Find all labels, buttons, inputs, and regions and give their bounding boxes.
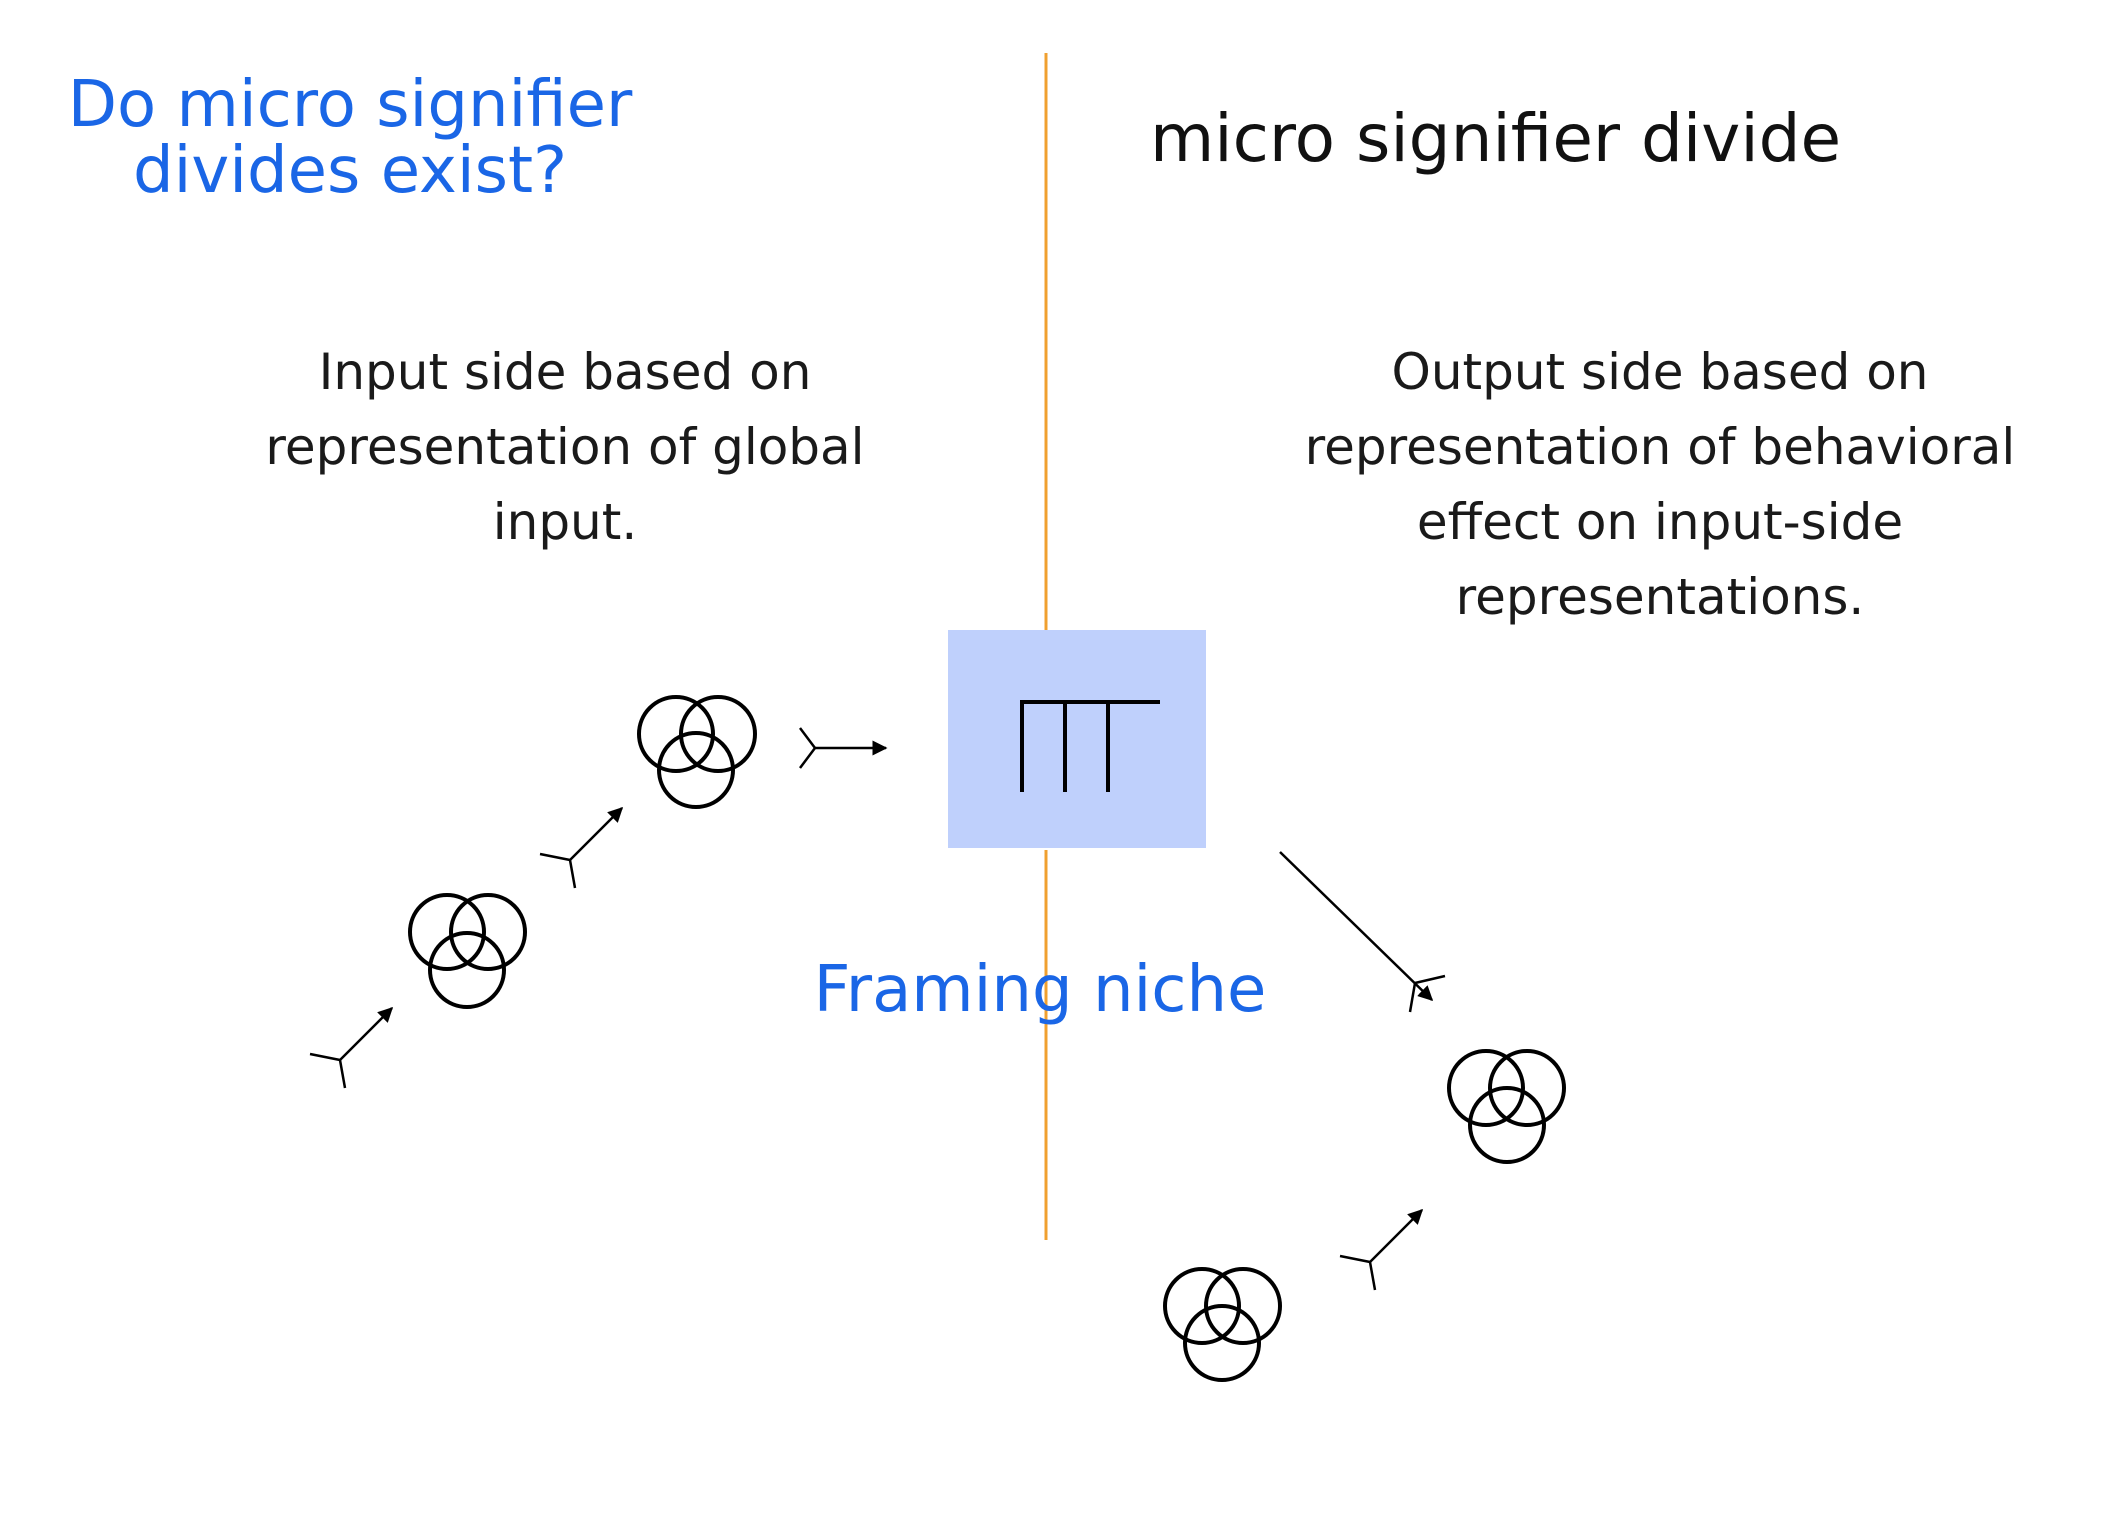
arrow-icon xyxy=(539,806,624,889)
central-box xyxy=(948,630,1206,848)
diagram-heading: micro signifier divide xyxy=(1150,100,1842,177)
input-side-text: Input side based on representation of gl… xyxy=(265,343,865,551)
divide-symbol-icon xyxy=(1020,700,1160,792)
arrow-icon xyxy=(799,727,888,769)
arrow-icon xyxy=(1339,1208,1424,1291)
arrow-icon xyxy=(309,1006,394,1089)
triple-circle-icon xyxy=(1163,1267,1282,1382)
arrow-icon xyxy=(1279,851,1446,1013)
output-side-text: Output side based on representation of b… xyxy=(1304,343,2016,626)
triple-circle-icon xyxy=(1447,1049,1566,1164)
triple-circle-icon xyxy=(637,695,757,809)
diagram-question-title: Do micro signifier divides exist? xyxy=(67,68,633,208)
framing-niche-label: Framing niche xyxy=(813,953,1267,1027)
triple-circle-icon xyxy=(408,893,527,1009)
